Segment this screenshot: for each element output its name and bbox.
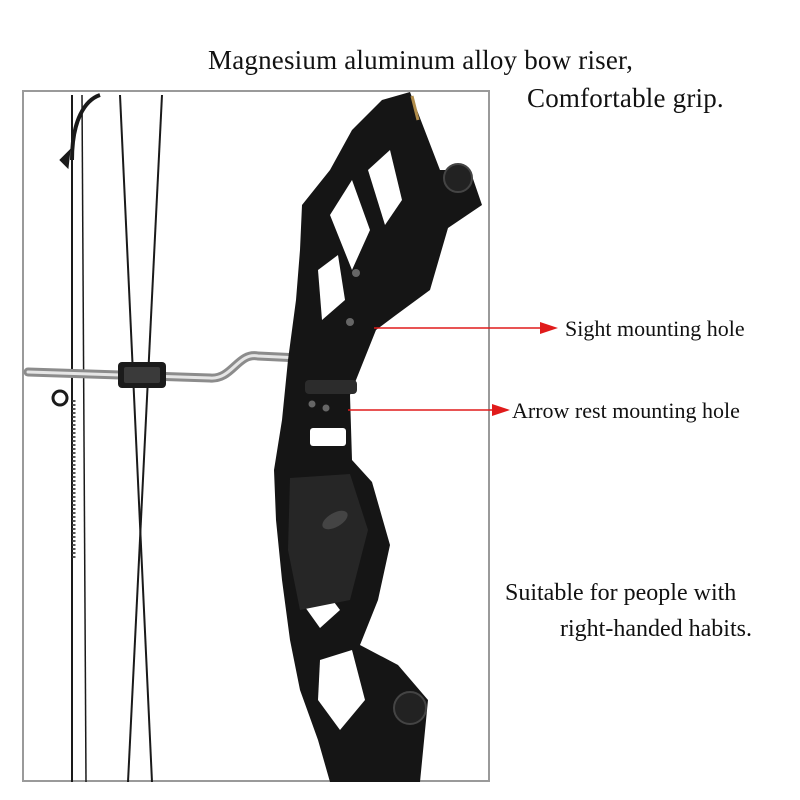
headline-line-2: Comfortable grip. (527, 83, 724, 113)
bow-riser (274, 92, 482, 782)
handedness-note-line-2: right-handed habits. (560, 616, 752, 642)
headline-line-1: Magnesium aluminum alloy bow riser, (208, 45, 634, 75)
bow-strings (59, 93, 163, 783)
cable-guard-rod (23, 351, 306, 407)
handedness-note-line-1: Suitable for people with (505, 580, 737, 606)
arrow-rest-mounting-hole-label: Arrow rest mounting hole (512, 398, 740, 423)
sight-mounting-hole-label: Sight mounting hole (565, 316, 745, 341)
callout-arrows (348, 322, 558, 416)
